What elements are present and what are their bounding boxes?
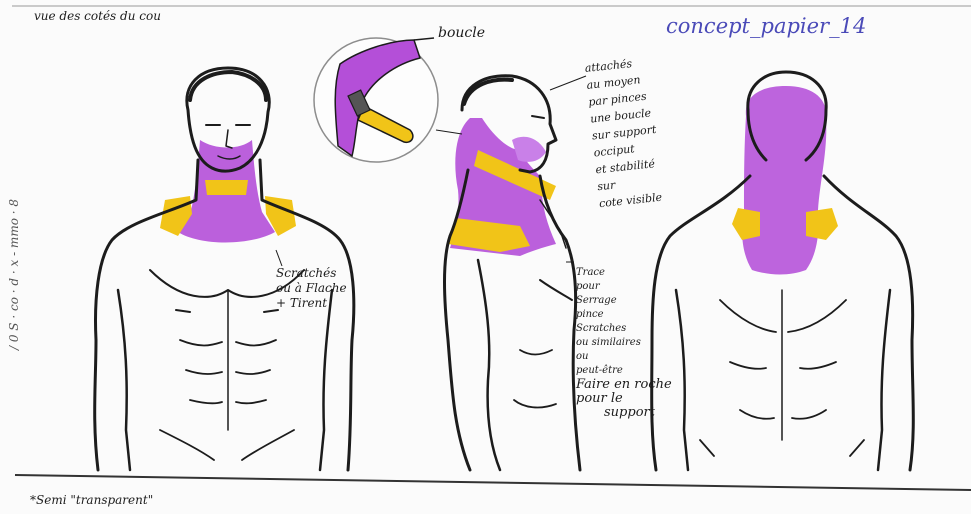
top-note: vue des cotés du cou <box>34 10 161 22</box>
side-note-line: ou similaires <box>576 336 672 350</box>
side-note-bottom: Trace pour Serrage pince Scratches ou si… <box>576 266 672 420</box>
front-chin-strap <box>205 180 248 195</box>
bottom-note: *Semi "transparent" <box>30 494 153 506</box>
front-note-line: + Tirent <box>276 296 347 311</box>
side-note-line: Scratches <box>576 322 672 336</box>
front-note: Scratchés ou à Flache + Tirent <box>276 266 347 311</box>
buckle-label: boucle <box>438 26 485 40</box>
paper-bottom-line <box>15 475 971 490</box>
side-note-line: pince <box>576 308 672 322</box>
back-right-strap <box>806 208 838 240</box>
side-note-line: pour <box>576 280 672 294</box>
front-note-line: ou à Flache <box>276 281 347 296</box>
side-note-line: pour le <box>576 392 672 406</box>
front-note-pointer <box>276 250 282 266</box>
back-left-strap <box>732 208 760 240</box>
side-note-line: Serrage <box>576 294 672 308</box>
side-note-line: peut-être <box>576 364 672 378</box>
left-margin-note: / 0 S · co · d · x - mmo · 8 <box>8 199 20 350</box>
back-neck-brace <box>742 86 826 275</box>
side-note-line: ou <box>576 350 672 364</box>
back-view-figure <box>652 72 914 470</box>
side-view-figure <box>445 76 581 470</box>
side-note-line: Faire en roche <box>576 378 672 392</box>
front-note-line: Scratchés <box>276 266 347 281</box>
side-note-line: Trace <box>576 266 672 280</box>
concept-title: concept_papier_14 <box>666 16 866 37</box>
side-note-line: support <box>576 406 672 420</box>
